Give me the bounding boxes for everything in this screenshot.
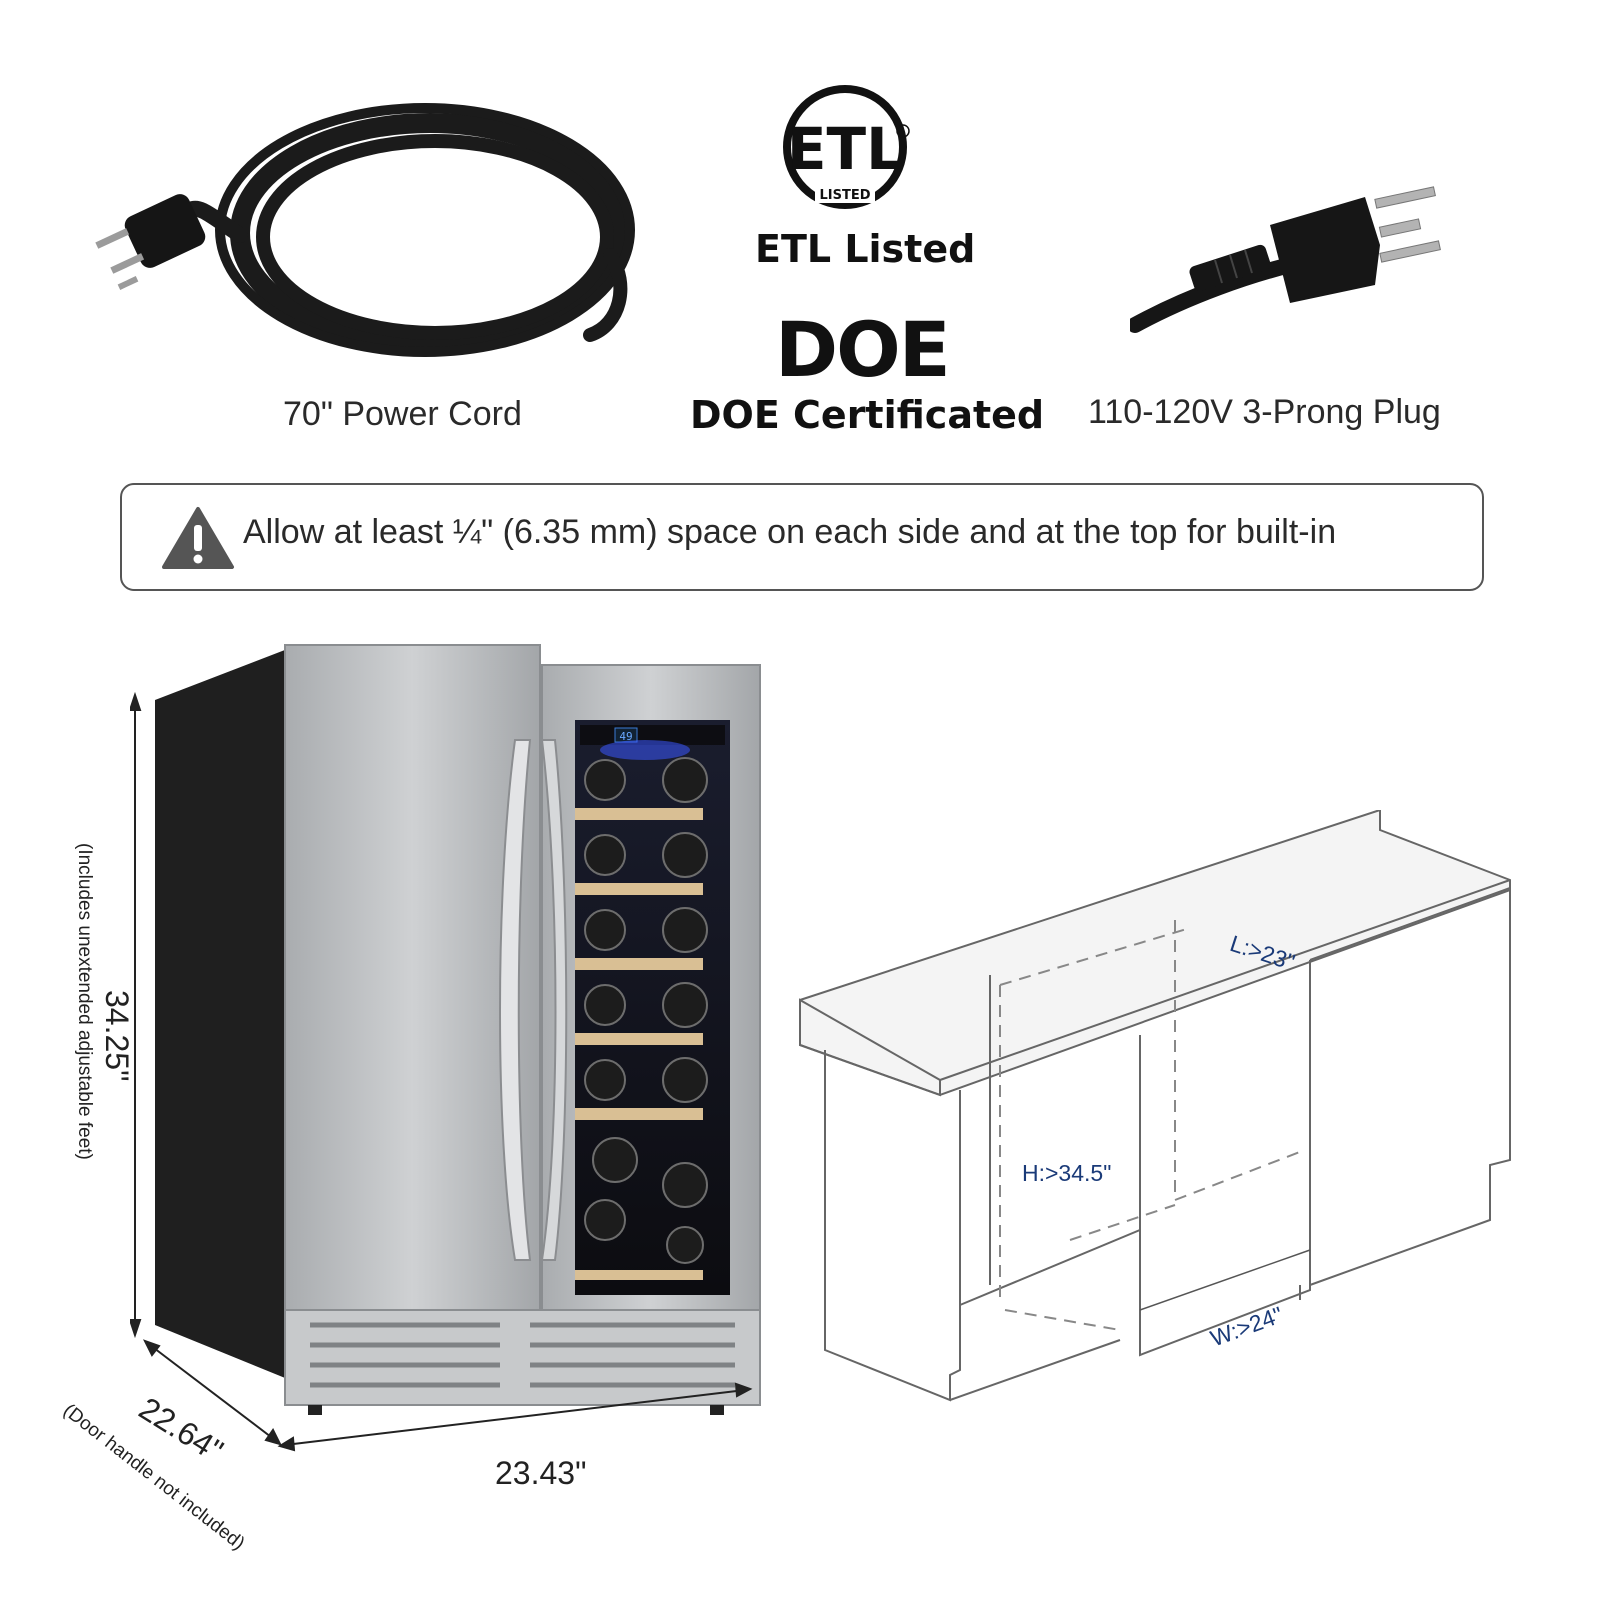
cord-caption: 70" Power Cord	[283, 395, 522, 433]
left-door	[284, 644, 541, 1311]
fridge-width-label: 23.43"	[495, 1455, 587, 1491]
doe-caption: DOE Certificated	[690, 393, 1045, 437]
warning-text: Allow at least ¼" (6.35 mm) space on eac…	[243, 513, 1337, 551]
wood-shelves	[575, 808, 703, 1280]
fridge-height-note: (Includes unextended adjustable feet)	[74, 843, 95, 1160]
door-handle	[499, 739, 532, 1261]
beverage-fridge-image: 49	[130, 644, 761, 1452]
fridge-height-label: 34.25"	[99, 990, 135, 1082]
power-cord-image	[95, 103, 635, 357]
plug-caption: 110-120V 3-Prong Plug	[1088, 393, 1441, 431]
doe-logo: DOE	[775, 305, 951, 394]
warning-banner	[120, 483, 1484, 591]
temperature-display: 49	[619, 730, 632, 743]
cabinet-height-label: H:>34.5"	[1022, 1160, 1112, 1186]
etl-logo-text: ETL	[787, 115, 903, 183]
wine-bottle-rows	[584, 757, 708, 1264]
etl-logo-sub: LISTED	[819, 188, 870, 203]
cord-plug-icon	[95, 194, 206, 290]
etl-logo: ETL LISTED	[783, 85, 910, 209]
etl-caption: ETL Listed	[755, 227, 976, 271]
cabinet-cutout-diagram	[799, 810, 1511, 1402]
warning-triangle-icon	[162, 507, 234, 569]
three-prong-plug-image	[1130, 186, 1441, 333]
